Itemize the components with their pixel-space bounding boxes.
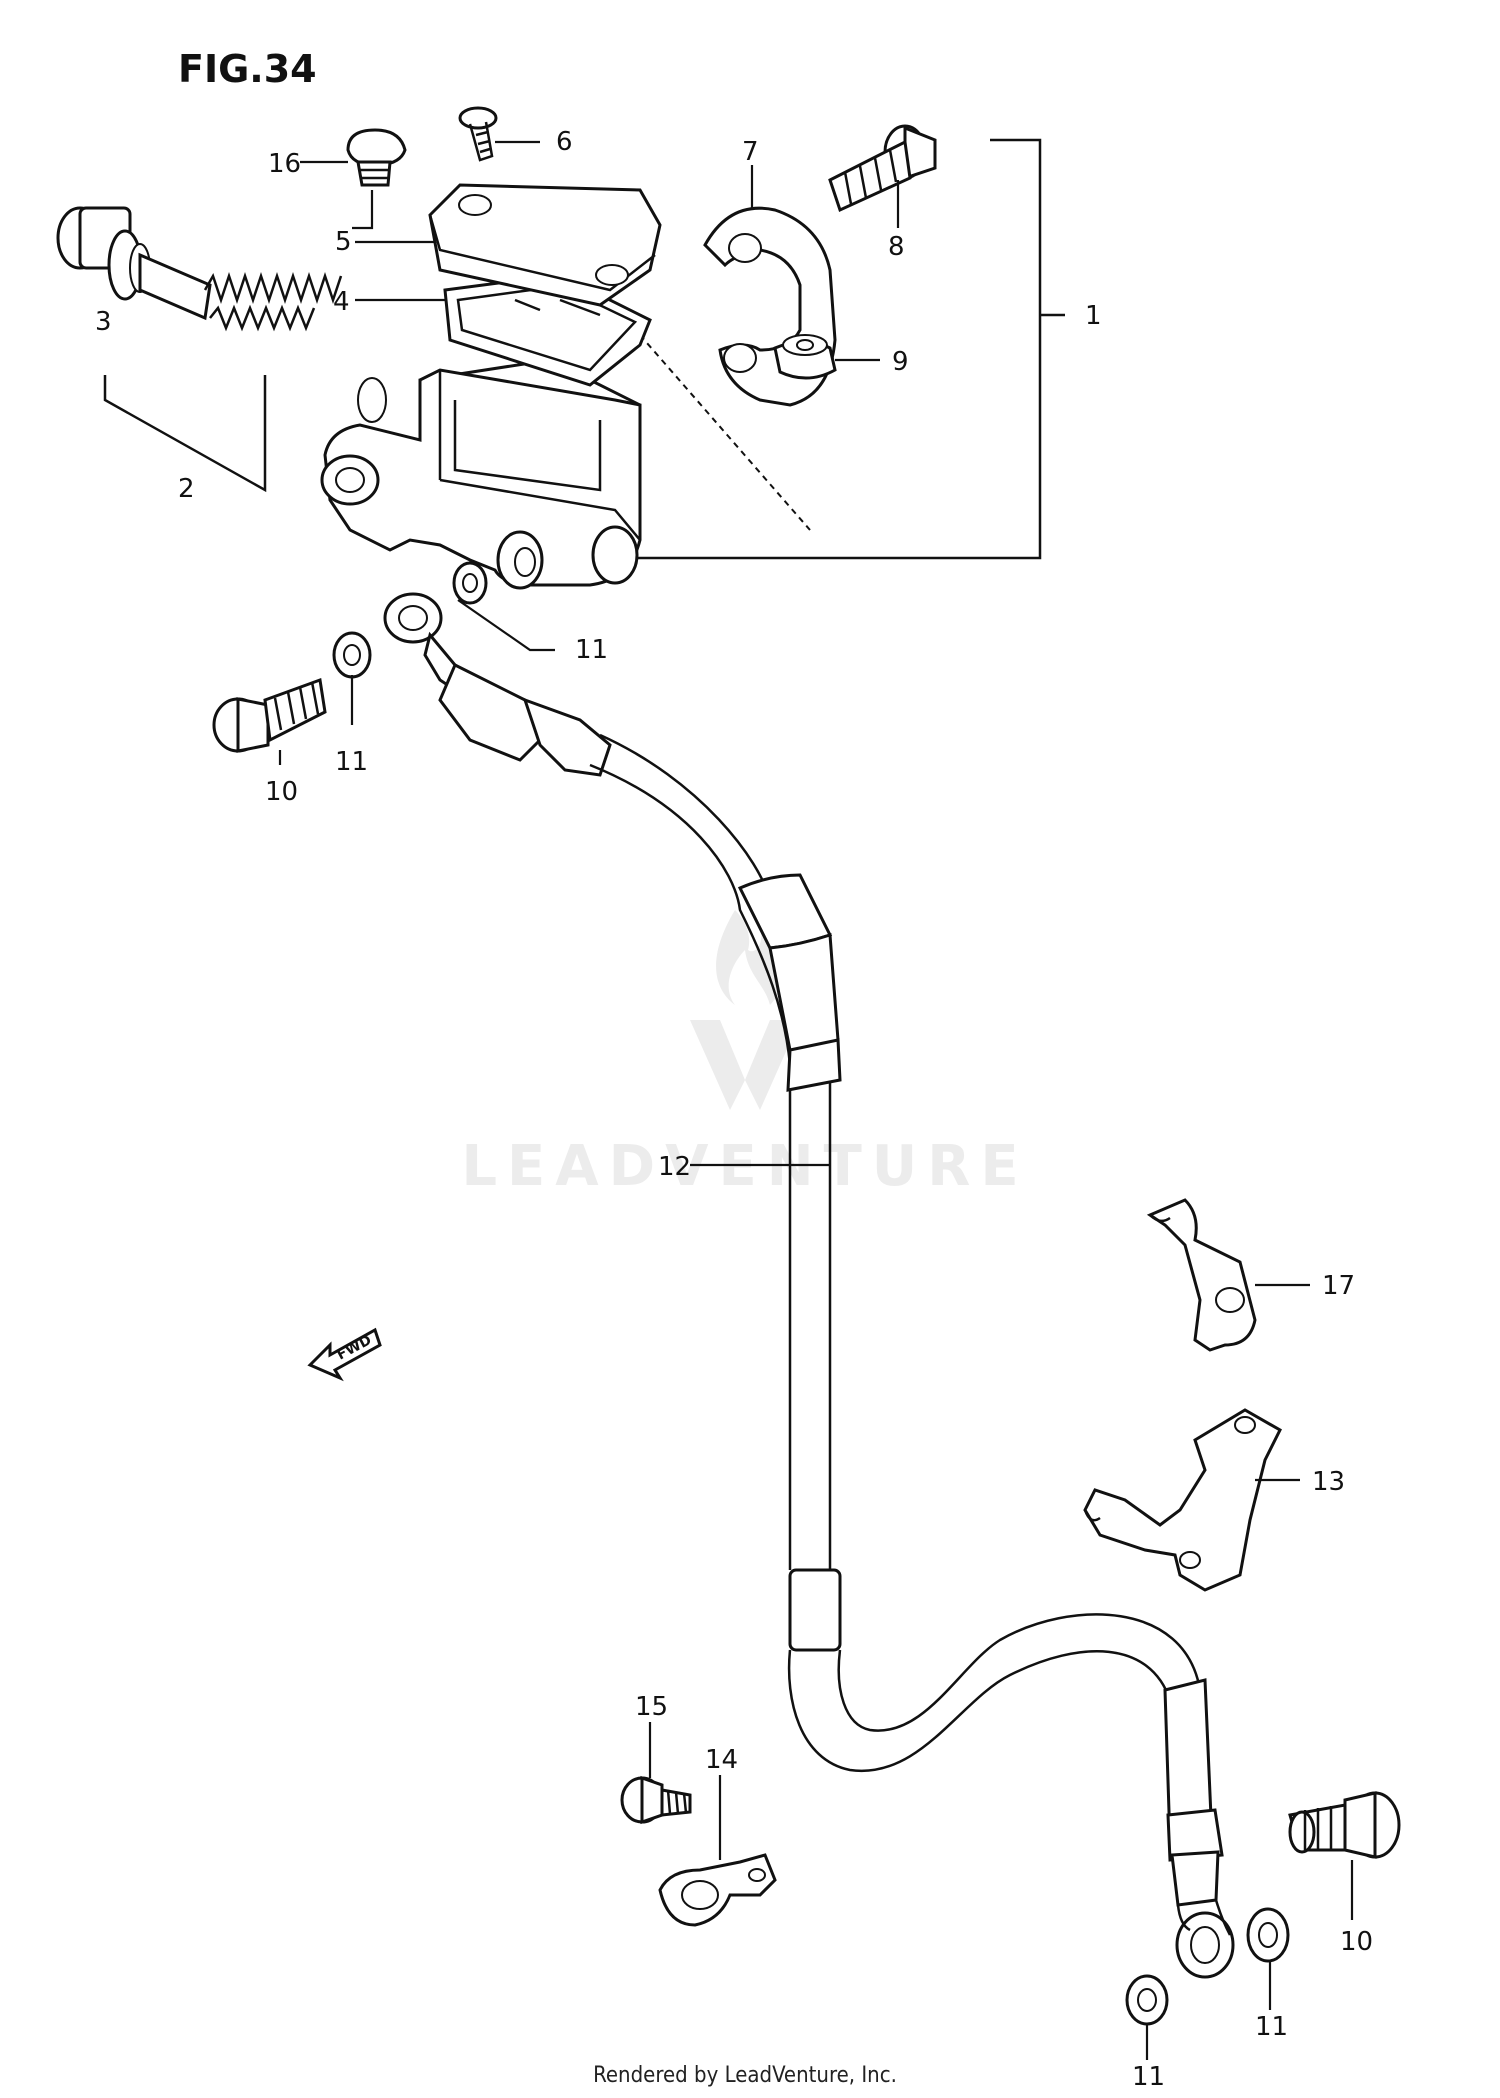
leader-lines — [278, 140, 1354, 2060]
figure-title: FIG.34 — [178, 47, 317, 91]
hose-bracket-13 — [1083, 1408, 1282, 1592]
reservoir-cap — [428, 183, 662, 307]
callout-16: 16 — [268, 149, 301, 179]
holder-nut — [773, 334, 837, 380]
callout-13: 13 — [1312, 1467, 1345, 1497]
callout-17: 17 — [1322, 1271, 1355, 1301]
callout-2: 2 — [178, 474, 195, 504]
cap-screw — [458, 106, 498, 162]
callouts: 1 2 3 4 5 6 7 8 9 10 10 11 11 11 11 12 1… — [95, 127, 1373, 2092]
watermark: LEADVENTURE — [461, 910, 1028, 1199]
piston-assembly — [56, 206, 387, 423]
callout-7: 7 — [742, 137, 759, 167]
watermark-text: LEADVENTURE — [461, 1134, 1028, 1199]
callout-11-upper-right: 11 — [575, 635, 608, 665]
clamp-bolt-15 — [620, 1775, 692, 1825]
callout-8: 8 — [888, 232, 905, 262]
lower-washer-left — [1125, 1974, 1169, 2026]
callout-5: 5 — [335, 227, 352, 257]
callout-12: 12 — [658, 1152, 691, 1182]
lower-washer-right — [1246, 1907, 1290, 1963]
callout-15: 15 — [635, 1692, 668, 1722]
callout-10-upper: 10 — [265, 777, 298, 807]
forward-arrow-icon: FWD — [307, 1327, 382, 1382]
footer-credit: Rendered by LeadVenture, Inc. — [593, 2063, 897, 2088]
callout-4: 4 — [333, 287, 350, 317]
upper-washer-right — [452, 561, 488, 605]
piston-bracket — [103, 375, 267, 493]
callout-3: 3 — [95, 307, 112, 337]
callout-9: 9 — [892, 347, 909, 377]
rubber-plug — [346, 128, 407, 187]
holder-bolt — [828, 124, 937, 213]
callout-11-lower-right: 11 — [1255, 2012, 1288, 2042]
callout-14: 14 — [705, 1745, 738, 1775]
master-cylinder-body — [320, 358, 642, 590]
callout-6: 6 — [556, 127, 573, 157]
hose-clamp-14 — [658, 1853, 777, 1927]
callout-11-upper-left: 11 — [335, 747, 368, 777]
brake-hose — [383, 592, 1235, 1979]
callout-10-lower: 10 — [1340, 1927, 1373, 1957]
upper-union-bolt — [212, 677, 327, 753]
assembly-bracket — [620, 138, 1042, 560]
hose-clamp-17 — [1146, 1198, 1257, 1352]
upper-washer-left — [332, 631, 372, 679]
callout-1: 1 — [1085, 301, 1102, 331]
callout-11-lower-left: 11 — [1132, 2062, 1165, 2092]
lower-union-bolt — [1288, 1791, 1401, 1859]
watermark-v-icon — [690, 1020, 800, 1110]
